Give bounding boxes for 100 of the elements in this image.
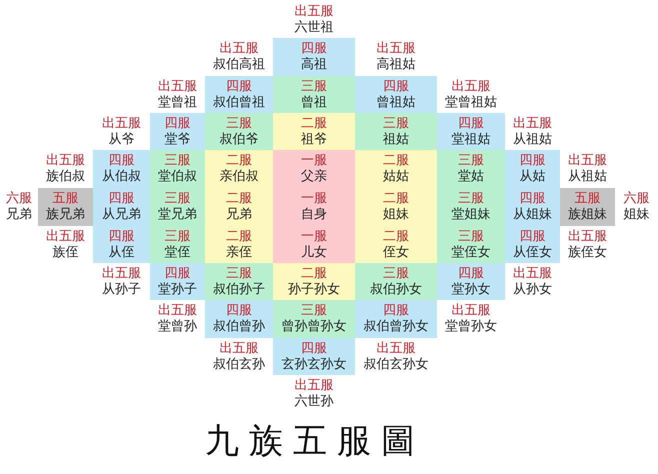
kinship-cell [38,188,93,226]
relative-name: 堂伯叔 [158,169,197,185]
kinship-cell [437,226,505,263]
kinship-cell [205,150,273,188]
mourning-degree: 三服 [164,153,190,169]
kinship-cell [273,150,355,188]
relative-name: 堂兄弟 [158,207,197,223]
kinship-cell [205,226,273,263]
mourning-degree: 二服 [226,153,252,169]
relative-name: 堂祖姑 [452,132,490,148]
relative-name: 叔伯孙女 [370,282,422,298]
kinship-cell [355,150,437,188]
mourning-degree: 出五服 [158,78,197,94]
relative-name: 族姐妹 [568,207,607,223]
kinship-cell [355,76,437,113]
mourning-degree: 出五服 [294,378,334,394]
mourning-degree: 二服 [383,228,409,244]
mourning-degree: 二服 [301,116,327,132]
mourning-degree: 出五服 [513,266,552,282]
kinship-cell [150,113,205,150]
mourning-degree: 四服 [301,340,327,356]
relative-name: 堂曾孙 [158,319,197,335]
mourning-degree: 一服 [301,228,327,244]
kinship-cell [437,113,505,150]
kinship-cell [150,226,205,263]
kinship-cell [205,113,273,150]
mourning-degree: 二服 [226,191,252,207]
mourning-degree: 出五服 [46,153,85,169]
mourning-degree: 二服 [226,228,252,244]
mourning-degree: 四服 [520,153,546,169]
kinship-cell [505,226,560,263]
relative-name: 从姑 [520,169,546,185]
mourning-degree: 出五服 [452,78,490,94]
mourning-degree: 二服 [301,266,327,282]
mourning-degree: 出五服 [102,266,141,282]
mourning-degree: 三服 [383,116,409,132]
mourning-degree: 出五服 [294,4,334,20]
relative-name: 六世祖 [294,20,334,36]
mourning-degree: 三服 [458,191,484,207]
kinship-cell [355,300,437,338]
relative-name: 祖姑 [383,132,409,148]
kinship-cell [205,263,273,300]
relative-name: 从侄 [108,244,134,260]
kinship-cell [355,113,437,150]
mourning-degree: 二服 [383,153,409,169]
mourning-degree: 出五服 [220,340,258,356]
relative-name: 从伯叔 [102,169,141,185]
relative-name: 堂爷 [164,132,190,148]
kinship-cell [273,338,355,375]
kinship-cell [355,226,437,263]
mourning-degree: 六服 [6,191,32,207]
kinship-cell [93,226,150,263]
mourning-degree: 五服 [574,191,600,207]
mourning-degree: 出五服 [220,41,258,57]
kinship-cell [205,300,273,338]
kinship-cell [273,300,355,338]
relative-name: 曾祖姑 [376,94,416,110]
relative-name: 叔伯高祖 [213,57,265,73]
relative-name: 姐妹 [624,207,650,223]
mourning-degree: 三服 [301,78,327,94]
relative-name: 族伯叔 [46,169,85,185]
mourning-degree: 三服 [226,116,252,132]
relative-name: 从祖姑 [513,132,552,148]
relative-name: 兄弟 [6,207,32,223]
relative-name: 儿女 [301,244,327,260]
relative-name: 兄弟 [226,207,252,223]
mourning-degree: 一服 [301,191,327,207]
mourning-degree: 三服 [226,266,252,282]
relative-name: 从侄女 [513,244,552,260]
mourning-degree: 六服 [624,191,650,207]
relative-name: 堂曾祖姑 [445,94,497,110]
relative-name: 高祖姑 [376,57,416,73]
relative-name: 父亲 [301,169,327,185]
relative-name: 叔伯曾孙 [213,319,265,335]
relative-name: 亲侄 [226,244,252,260]
relative-name: 孙子孙女 [288,282,340,298]
relative-name: 堂姐妹 [452,207,490,223]
mourning-degree: 四服 [164,266,190,282]
relative-name: 堂姑 [458,169,484,185]
mourning-degree: 四服 [108,228,134,244]
kinship-cell [273,113,355,150]
mourning-degree: 三服 [164,228,190,244]
mourning-degree: 出五服 [568,153,607,169]
kinship-cell [505,150,560,188]
kinship-cell [93,150,150,188]
mourning-degree: 四服 [383,303,409,319]
kinship-cell [437,263,505,300]
relative-name: 曾祖 [301,94,327,110]
mourning-degree: 出五服 [46,228,85,244]
relative-name: 从姐妹 [513,207,552,223]
mourning-degree: 三服 [383,266,409,282]
mourning-degree: 四服 [301,41,327,57]
mourning-degree: 四服 [108,191,134,207]
relative-name: 姑姑 [383,169,409,185]
mourning-degree: 五服 [52,191,78,207]
relative-name: 叔伯玄孙 [213,356,265,372]
relative-name: 堂孙女 [452,282,490,298]
relative-name: 叔伯曾祖 [213,94,265,110]
mourning-degree: 出五服 [568,228,607,244]
relative-name: 堂侄 [164,244,190,260]
